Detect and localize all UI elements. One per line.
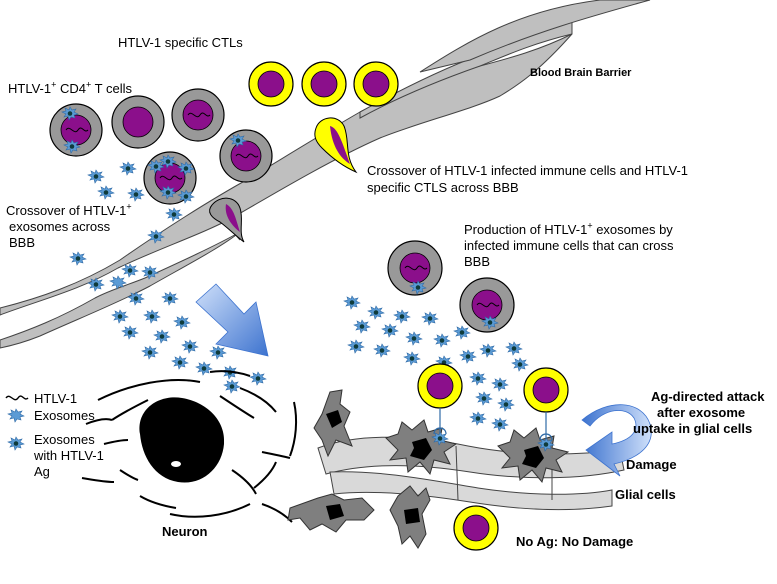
legend-exosomes-label: Exosomes <box>34 408 95 423</box>
attack-label-line2: after exosome <box>657 405 746 420</box>
bbb-label: Blood Brain Barrier <box>530 67 632 79</box>
attacking-ctls <box>417 363 569 551</box>
legend-htlv1-icon <box>5 395 29 401</box>
glial-cells-label: Glial cells <box>615 487 676 502</box>
crossover-cells-label-line1: Crossover of HTLV-1 infected immune cell… <box>367 163 689 178</box>
crossing-infected-cell <box>209 197 245 243</box>
attack-label-line3: uptake in glial cells <box>633 421 753 436</box>
attack-label-line1: Ag-directed attack <box>651 389 765 404</box>
production-label-line2: infected immune cells that can cross <box>464 238 674 253</box>
neuron <box>81 370 298 523</box>
exosome-producing-cells <box>387 240 515 333</box>
glial-sheath <box>317 436 625 510</box>
neuron-label: Neuron <box>162 524 208 539</box>
crossing-ctl-cell <box>314 117 358 174</box>
crossover-exosomes-label-line2: exosomes across <box>9 219 111 234</box>
production-label-line1: Production of HTLV-1+ exosomes by <box>464 220 673 237</box>
infected-cd4-t-cells <box>49 88 273 205</box>
glial-cells <box>287 389 569 549</box>
htlv1-specific-ctls <box>248 61 399 107</box>
production-label-line3: BBB <box>464 254 491 269</box>
no-ag-label: No Ag: No Damage <box>516 534 634 549</box>
legend-exosomes-ag-line1: Exosomes <box>34 432 95 447</box>
ctls-label: HTLV-1 specific CTLs <box>118 35 243 50</box>
legend-exosome-ag-icon <box>7 436 25 451</box>
legend-exosome-icon <box>7 408 25 423</box>
crossing-arrow <box>195 283 269 357</box>
legend-icons <box>5 395 29 451</box>
legend-exosomes-ag-line2: with HTLV-1 <box>34 448 104 463</box>
crossover-exosomes-label-line1: Crossover of HTLV-1+ <box>6 201 132 218</box>
attack-curved-arrow <box>581 404 652 477</box>
legend-htlv1-label: HTLV-1 <box>34 391 78 406</box>
crossover-exosomes-label-line3: BBB <box>9 235 36 250</box>
cd4-t-cells-label: HTLV-1+ CD4+ T cells <box>8 79 132 96</box>
crossover-cells-label-line2: specific CTLS across BBB <box>367 180 519 195</box>
legend-exosomes-ag-line3: Ag <box>34 464 50 479</box>
blood-brain-barrier <box>0 0 651 349</box>
damage-label: Damage <box>626 457 677 472</box>
